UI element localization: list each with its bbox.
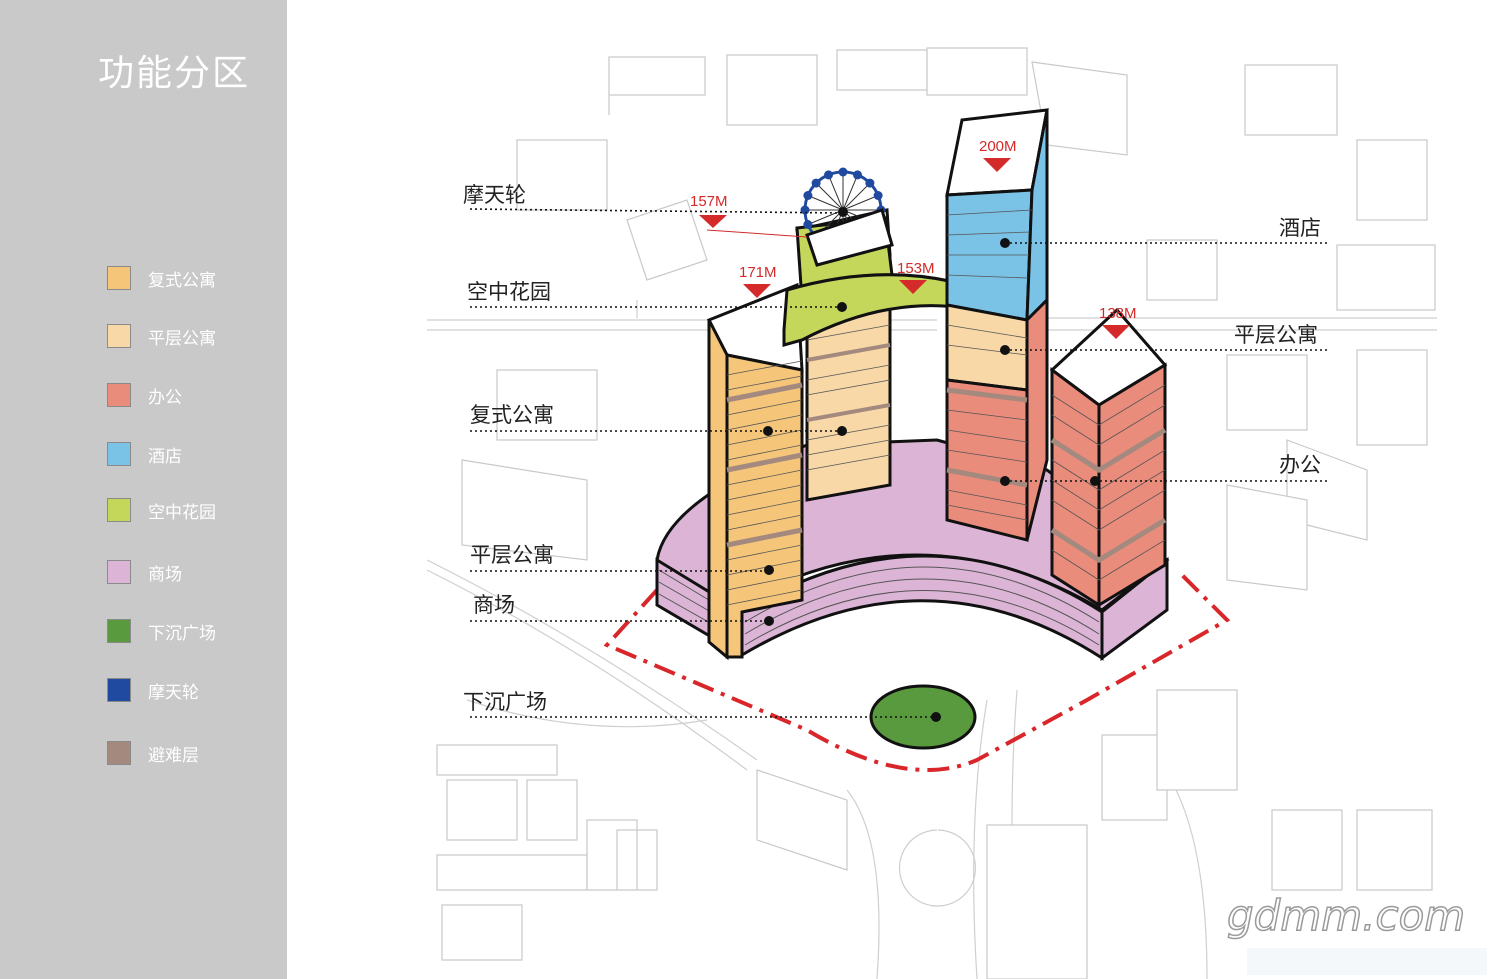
legend-item: 商场 (107, 558, 182, 586)
height-marker-157: 157M (690, 193, 728, 228)
wheel-spoke (807, 209, 844, 225)
wheel-cabin (803, 220, 813, 229)
callout-duplex-apartment: 复式公寓 (470, 403, 554, 427)
callout-ferris-wheel: 摩天轮 (463, 183, 526, 207)
legend-label: 复式公寓 (148, 270, 216, 291)
legend-swatch (107, 383, 131, 407)
legend-swatch (107, 498, 131, 522)
callout-leaders (469, 208, 1327, 718)
site-boundary (603, 573, 1231, 772)
wheel-spoke (807, 195, 844, 211)
tower-c (945, 108, 1049, 542)
legend-item: 办公 (107, 381, 182, 409)
legend-item: 摩天轮 (107, 676, 199, 704)
height-label-138: 138M (1099, 305, 1137, 322)
height-label-153: 153M (897, 260, 935, 277)
height-marker-200: 200M (979, 138, 1017, 172)
legend-swatch (107, 324, 131, 348)
wheel-cabin (838, 167, 848, 177)
tower-d (1049, 307, 1168, 608)
legend-item: 酒店 (107, 440, 182, 468)
wheel-spoke (842, 195, 879, 211)
wheel-cabin (853, 170, 862, 180)
legend-item: 下沉广场 (107, 617, 216, 645)
callout-sunken-plaza: 下沉广场 (463, 690, 547, 714)
legend-label: 摩天轮 (148, 682, 199, 703)
legend-item: 复式公寓 (107, 264, 216, 292)
watermark-logo (1247, 948, 1487, 975)
ferris-wheel (800, 167, 894, 267)
wheel-cabin (824, 170, 833, 180)
height-markers: 157M 171M 153M 200M 138M (690, 138, 1137, 339)
legend-swatch (107, 619, 131, 643)
legend-swatch (107, 266, 131, 290)
callout-hotel: 酒店 (1279, 216, 1321, 240)
height-marker-153: 153M (897, 260, 935, 294)
legend-label: 酒店 (148, 446, 182, 467)
watermark: gdmm.com (1226, 890, 1487, 975)
legend-label: 空中花园 (148, 502, 216, 523)
legend-swatch (107, 741, 131, 765)
callout-office: 办公 (1279, 453, 1321, 477)
watermark-text: gdmm.com (1227, 891, 1465, 940)
legend-label: 平层公寓 (148, 328, 216, 349)
wheel-cabin (811, 178, 821, 188)
legend-item: 避难层 (107, 739, 199, 767)
legend-label: 商场 (148, 564, 182, 585)
height-marker-171: 171M (739, 264, 777, 298)
legend-label: 下沉广场 (148, 623, 216, 644)
wheel-cabin (800, 205, 810, 215)
wheel-spoke (828, 174, 844, 211)
height-label-157: 157M (690, 193, 728, 210)
legend-swatch (107, 678, 131, 702)
functional-zoning-diagram: 157M 171M 153M 200M 138M (426, 47, 1487, 979)
callout-flat-apartment-right: 平层公寓 (1234, 323, 1318, 347)
legend-item: 空中花园 (107, 496, 216, 524)
legend-label: 避难层 (148, 745, 199, 766)
wheel-spoke (842, 182, 871, 211)
wheel-spoke (842, 174, 858, 211)
height-label-200: 200M (979, 138, 1017, 155)
height-label-171: 171M (739, 264, 777, 281)
sidebar: 功能分区 复式公寓平层公寓办公酒店空中花园商场下沉广场摩天轮避难层 (0, 0, 287, 979)
height-marker-138: 138M (1099, 305, 1137, 339)
callout-labels: 摩天轮 空中花园 复式公寓 平层公寓 商场 下沉广场 酒店 平层公寓 办公 (463, 183, 1321, 714)
wheel-cabin (865, 178, 875, 188)
callout-dots (763, 207, 1100, 722)
wheel-spoke (815, 182, 844, 211)
wheel-cabin (873, 191, 883, 200)
page-title: 功能分区 (98, 53, 251, 94)
legend-swatch (107, 560, 131, 584)
legend-item: 平层公寓 (107, 322, 216, 350)
callout-sky-garden: 空中花园 (467, 280, 551, 304)
legend-swatch (107, 442, 131, 466)
legend-label: 办公 (148, 387, 182, 408)
callout-flat-apartment-left: 平层公寓 (470, 543, 554, 567)
site-context (426, 47, 1437, 979)
callout-mall: 商场 (473, 593, 515, 617)
wheel-cabin (803, 191, 813, 200)
